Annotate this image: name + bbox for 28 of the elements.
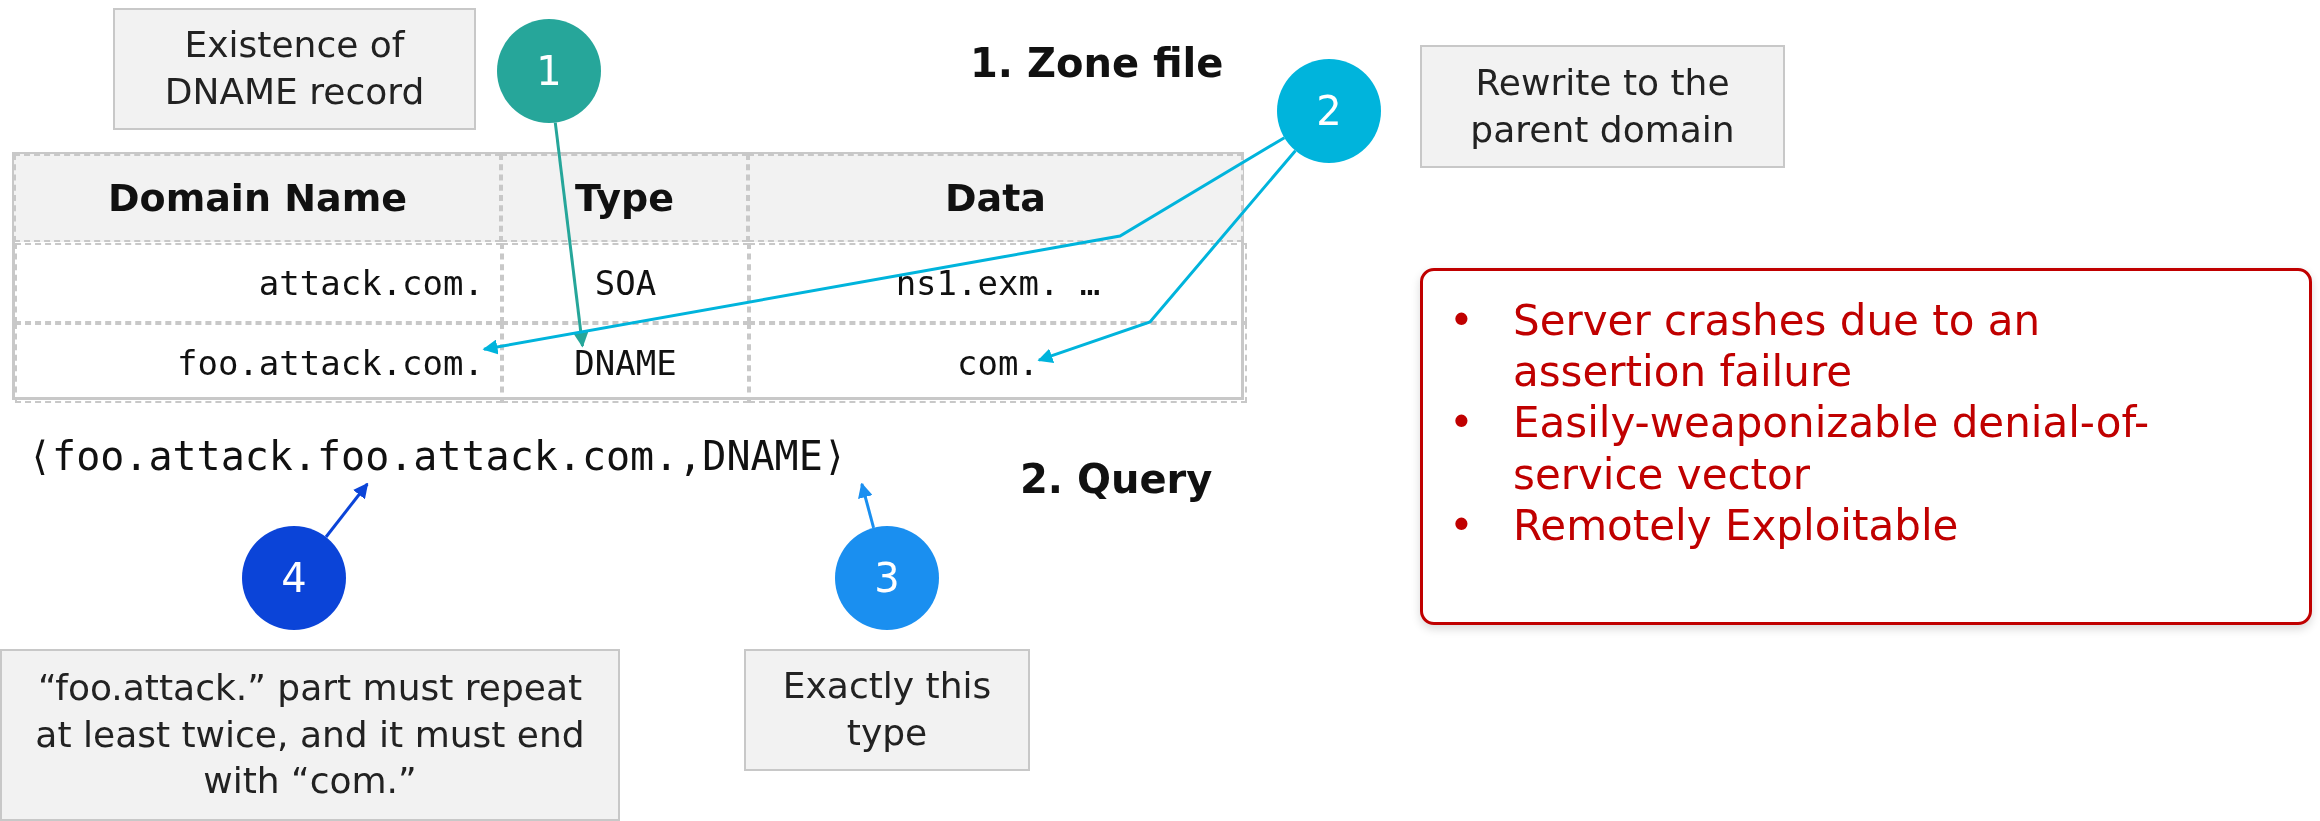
query-text: ⟨foo.attack.foo.attack.com.,DNAME⟩ [28, 428, 898, 484]
arrow [858, 482, 876, 529]
note-box: “foo.attack.” part must repeat at least twice, and it must end with “com.” [0, 649, 620, 821]
section-heading: 1. Zone file [970, 40, 1224, 86]
note-box: Rewrite to the parent domain [1420, 45, 1785, 168]
note-box: Existence of DNAME record [113, 8, 476, 130]
bullet-item: • Server crashes due to an assertion failure [1449, 295, 2042, 398]
callout-number: 1 [497, 19, 601, 123]
column-header: Data [748, 154, 1243, 242]
bullet-item: • Easily-weaponizable denial-of-service vector [1449, 397, 2151, 500]
table-cell: attack.com. [258, 266, 484, 300]
arrow [1037, 149, 1297, 363]
table-cell: ns1.exm. … [895, 266, 1101, 300]
arrow [553, 122, 589, 348]
table-cell: DNAME [574, 346, 677, 380]
callout-number: 3 [835, 526, 939, 630]
note-box: Exactly this type [744, 649, 1030, 771]
column-header: Type [501, 154, 748, 242]
callout-number: 2 [1277, 59, 1381, 163]
arrow [482, 136, 1286, 355]
section-heading: 2. Query [1020, 456, 1213, 502]
column-header: Domain Name [14, 154, 501, 242]
callout-number: 4 [242, 526, 346, 630]
arrow [324, 482, 369, 538]
table-cell: SOA [594, 266, 657, 300]
warning-box [1420, 268, 2312, 625]
table-cell: com. [957, 346, 1039, 380]
bullet-item: • Remotely Exploitable [1449, 499, 1960, 552]
